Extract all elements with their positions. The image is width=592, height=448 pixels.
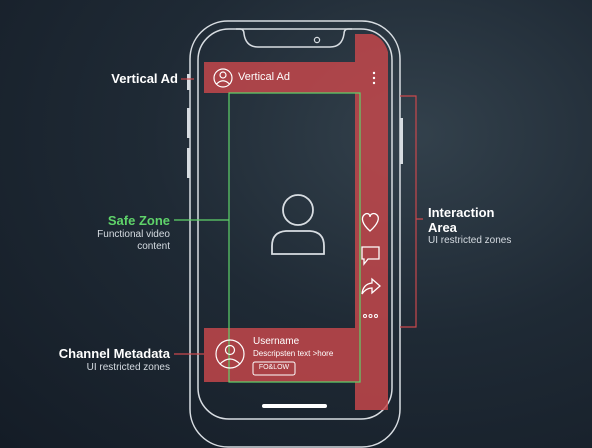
channel-metadata-label: Channel Metadata <box>58 346 170 361</box>
phone-side-button-right <box>400 118 403 164</box>
phone-screen <box>197 28 393 420</box>
safe-zone-label: Safe Zone <box>107 213 170 228</box>
interaction-area-desc: UI restricted zones <box>428 235 512 246</box>
more-horizontal-icon[interactable] <box>363 314 378 318</box>
safe-zone-outline <box>228 92 361 383</box>
phone-notch <box>236 28 352 48</box>
person-icon <box>271 194 325 255</box>
phone-side-button-left-2 <box>187 108 190 138</box>
interaction-area-bracket <box>400 95 423 328</box>
header-title: Vertical Ad <box>238 71 290 83</box>
camera-dot <box>313 36 321 44</box>
interaction-area-label-line2: Area <box>428 220 457 235</box>
heart-icon[interactable] <box>361 212 379 232</box>
vertical-ad-label: Vertical Ad <box>111 71 178 86</box>
phone-side-button-left-1 <box>187 74 190 90</box>
user-circle-icon <box>213 68 233 88</box>
more-vertical-icon[interactable] <box>372 71 376 85</box>
phone-frame <box>189 20 401 448</box>
follow-button-label[interactable]: FO&LOW <box>258 364 290 371</box>
footer-description: Descripsten text >hore <box>253 349 334 358</box>
safe-zone-desc-line2: content <box>137 241 170 252</box>
follow-button-outline[interactable] <box>252 361 296 376</box>
header-restricted-zone <box>204 62 355 93</box>
interaction-area-label-line1: Interaction <box>428 205 495 220</box>
channel-metadata-desc: UI restricted zones <box>86 362 170 373</box>
home-indicator <box>262 404 327 408</box>
footer-avatar-icon <box>215 339 245 369</box>
safe-zone-desc-line1: Functional video <box>97 229 170 240</box>
share-icon[interactable] <box>361 277 381 295</box>
comment-icon[interactable] <box>361 246 380 266</box>
phone-side-button-left-3 <box>187 148 190 178</box>
footer-username: Username <box>253 336 300 347</box>
